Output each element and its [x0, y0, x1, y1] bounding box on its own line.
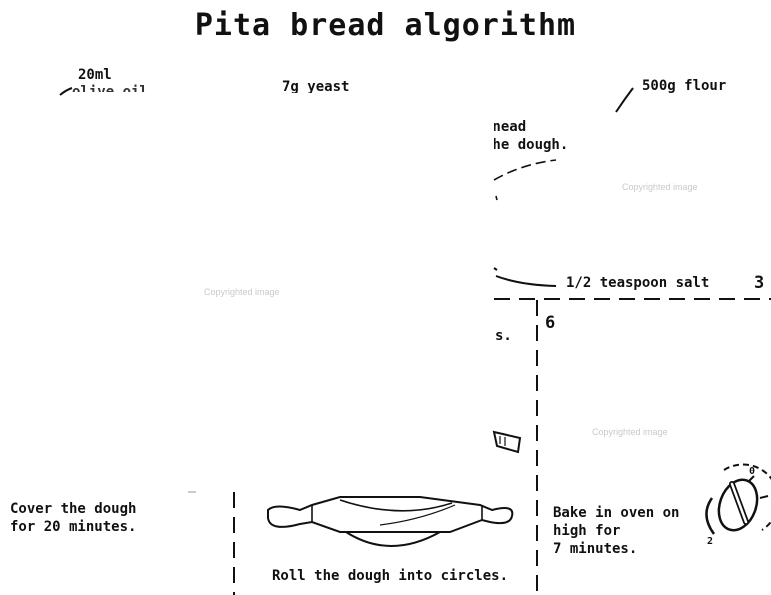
bowl-bottom-stroke: [496, 276, 556, 286]
rest-text-partial: s.: [495, 327, 512, 345]
watermark-top-right: Copyrighted image: [622, 182, 698, 192]
oven-dial-low-mark: 2: [707, 536, 713, 547]
oven-dial-icon: [706, 464, 771, 535]
step-number-6: 6: [545, 313, 555, 333]
step-number-3: 3: [754, 273, 764, 293]
dough-scraper-icon: [494, 432, 520, 452]
oil-amount-label: 20ml: [78, 67, 112, 84]
knead-line-2: the dough.: [494, 136, 574, 154]
oil-pointer-stroke: [60, 88, 72, 95]
bowl-rim-dashed: [494, 160, 556, 180]
rolling-pin-icon: [268, 497, 512, 546]
watermark-center: Copyrighted image: [204, 287, 280, 297]
flour-label: 500g flour: [642, 78, 726, 95]
watermark-bottom-right: Copyrighted image: [592, 427, 668, 437]
yeast-label: 7g yeast: [282, 79, 349, 93]
cover-line-2: for 20 minutes.: [10, 518, 136, 536]
flour-pointer-stroke: [616, 88, 633, 112]
bake-line-2: high for: [553, 522, 620, 540]
bowl-mark-2: [494, 268, 497, 270]
salt-label: 1/2 teaspoon salt: [566, 275, 709, 292]
knead-line-1: Knead: [494, 118, 574, 136]
oil-name-label-cropped: olive oil: [72, 84, 148, 92]
bake-line-3: 7 minutes.: [553, 540, 637, 558]
bowl-mark: [496, 196, 497, 200]
oven-dial-high-mark: 0: [749, 466, 755, 477]
knead-text-clip: Knead the dough.: [494, 118, 574, 156]
roll-step-text: Roll the dough into circles.: [272, 567, 508, 585]
bake-line-1: Bake in oven on: [553, 504, 679, 522]
cover-line-1: Cover the dough: [10, 500, 136, 518]
